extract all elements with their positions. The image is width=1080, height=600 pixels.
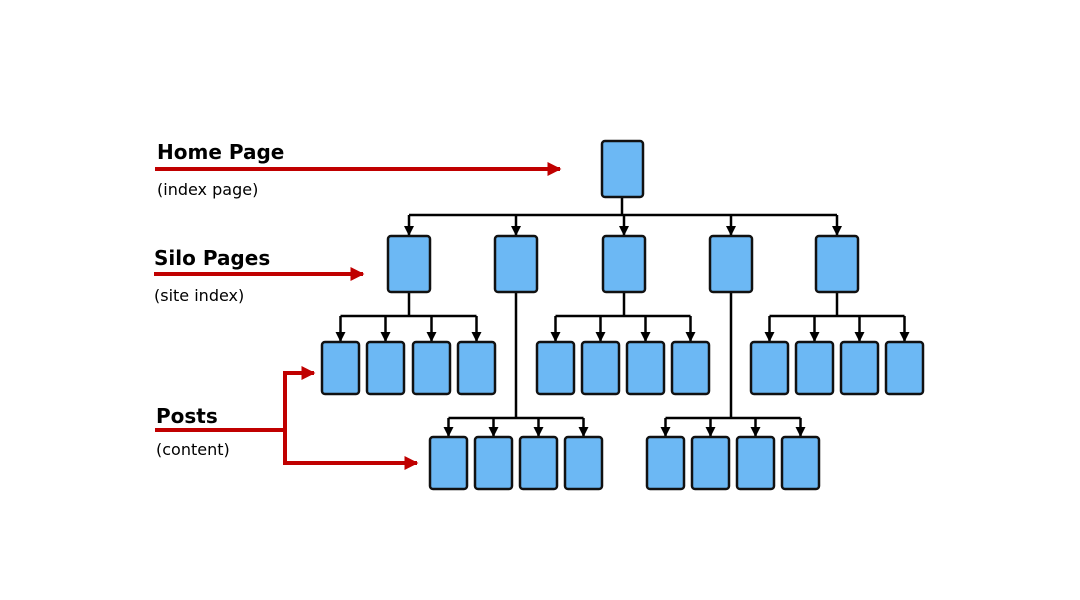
- post-node-4-4: [780, 435, 821, 491]
- tree-connectors: [335, 197, 910, 437]
- post-node-2-1: [428, 435, 469, 491]
- post-node-1-4: [456, 340, 497, 396]
- post-node-2-4: [563, 435, 604, 491]
- post-node-3-4: [670, 340, 711, 396]
- post-node-1-3: [411, 340, 452, 396]
- posts-label: Posts: [156, 404, 218, 428]
- post-node-3-3: [625, 340, 666, 396]
- silo-page-node-4: [708, 234, 754, 294]
- post-node-5-3: [839, 340, 880, 396]
- post-node-1-2: [365, 340, 406, 396]
- post-node-4-3: [735, 435, 776, 491]
- post-node-4-2: [690, 435, 731, 491]
- posts-sublabel: (content): [156, 440, 230, 459]
- post-node-3-1: [535, 340, 576, 396]
- silo-page-node-3: [601, 234, 647, 294]
- tree-nodes: [320, 139, 925, 491]
- post-node-4-1: [645, 435, 686, 491]
- home-page-node: [600, 139, 645, 199]
- posts-pointer-lower-arrow: [283, 430, 419, 470]
- post-node-2-3: [518, 435, 559, 491]
- post-node-5-2: [794, 340, 835, 396]
- pointer-arrows: [154, 162, 562, 470]
- silo-page-node-1: [386, 234, 432, 294]
- silo-page-node-5: [814, 234, 860, 294]
- silo-pages-label: Silo Pages: [154, 246, 270, 270]
- silo-page-node-2: [493, 234, 539, 294]
- post-node-5-4: [884, 340, 925, 396]
- home-page-sublabel: (index page): [157, 180, 258, 199]
- posts-pointer-upper-arrow: [283, 366, 316, 430]
- post-node-5-1: [749, 340, 790, 396]
- silo-pages-sublabel: (site index): [154, 286, 244, 305]
- post-node-3-2: [580, 340, 621, 396]
- home-page-label: Home Page: [157, 140, 284, 164]
- post-node-2-2: [473, 435, 514, 491]
- post-node-1-1: [320, 340, 361, 396]
